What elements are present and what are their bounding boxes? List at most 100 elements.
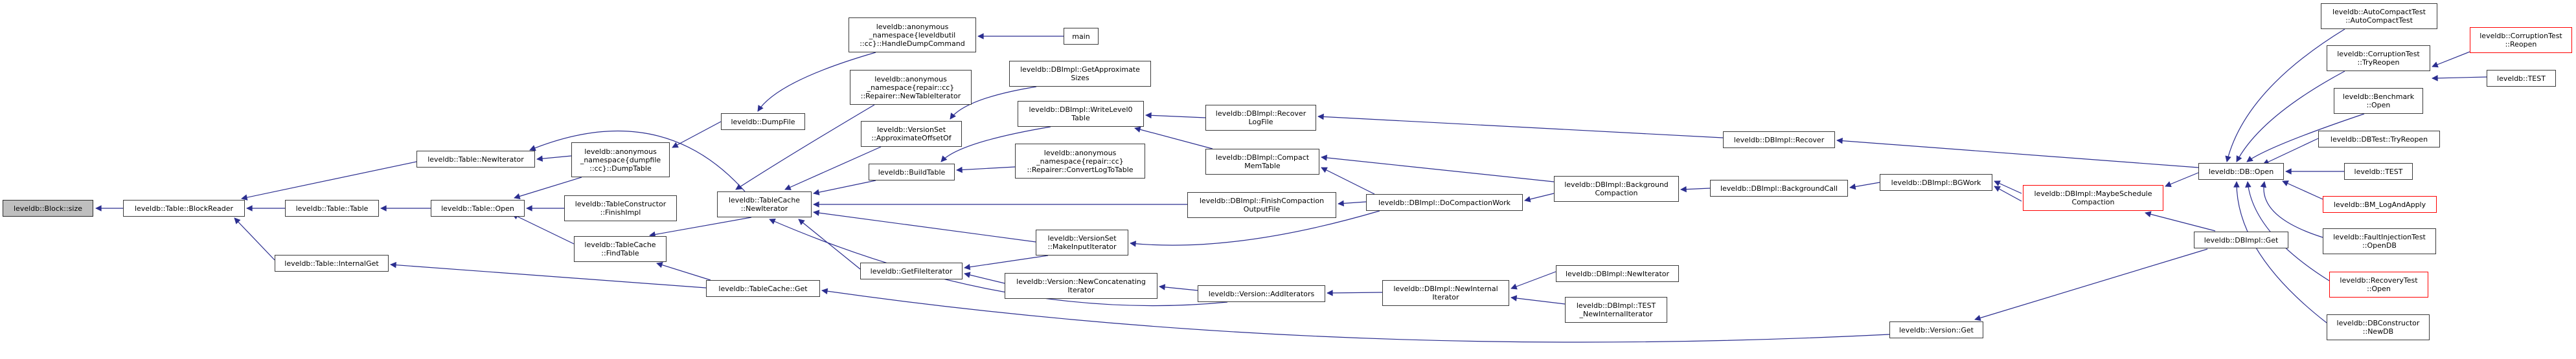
edge-additerators-to-newconcatenatingiterator	[1159, 284, 1198, 291]
graph-node-compactmemtable[interactable]: leveldb::DBImpl::Compact MemTable	[1205, 149, 1319, 175]
edge-dbimpl_newiterator-to-newinternaliterator	[1510, 271, 1556, 290]
graph-node-repairer_newtableiterator[interactable]: leveldb::anonymous _namespace{repair::cc…	[850, 70, 972, 105]
edge-docompactionwork-to-makeinputiterator	[1130, 210, 1380, 247]
graph-node-convertlogtotable[interactable]: leveldb::anonymous _namespace{repair::cc…	[1015, 144, 1145, 179]
edge-compactmemtable-to-writelevel0table	[1134, 126, 1213, 149]
graph-node-dbconstructor_newdb[interactable]: leveldb::DBConstructor ::NewDB	[2327, 314, 2430, 340]
edge-makeinputiterator-to-tc_newiterator	[813, 210, 1036, 243]
edge-table_internalget-to-table_blockreader	[234, 217, 275, 261]
edge-makeinputiterator-to-getfileiterator	[964, 255, 1049, 270]
graph-node-docompactionwork[interactable]: leveldb::DBImpl::DoCompactionWork	[1366, 194, 1523, 211]
graph-node-tc_newiterator[interactable]: leveldb::TableCache ::NewIterator	[717, 191, 812, 217]
edge-backgroundcall-to-backgroundcompaction	[1680, 186, 1711, 193]
edge-approximateoffsetof-to-tc_newiterator	[784, 146, 882, 190]
graph-node-backgroundcompaction[interactable]: leveldb::DBImpl::Background Compaction	[1554, 176, 1679, 202]
edge-dumptable-to-table_newiterator	[536, 155, 572, 162]
graph-node-finishcompactionoutputfile[interactable]: leveldb::DBImpl::FinishCompaction Output…	[1187, 192, 1336, 218]
edge-table_newiterator-to-table_blockreader	[241, 161, 417, 201]
graph-node-dbimpl_newiterator[interactable]: leveldb::DBImpl::NewIterator	[1556, 265, 1679, 282]
graph-node-finishimpl[interactable]: leveldb::TableConstructor ::FinishImpl	[564, 195, 677, 221]
edge-dbimpl_get-to-maybeschedulecompaction	[2145, 211, 2216, 232]
graph-node-table_open[interactable]: leveldb::Table::Open	[431, 200, 525, 217]
graph-node-bm_logandapply[interactable]: leveldb::BM_LogAndApply	[2323, 196, 2437, 213]
edge-newinternaliterator-to-additerators	[1327, 290, 1383, 296]
graph-node-main[interactable]: main	[1064, 28, 1099, 45]
edge-corruptiontest_tryreopen-to-db_open	[2236, 71, 2345, 162]
graph-node-makeinputiterator[interactable]: leveldb::VersionSet ::MakeInputIterator	[1036, 230, 1128, 256]
graph-node-findtable[interactable]: leveldb::TableCache ::FindTable	[574, 236, 667, 262]
edge-autocompacttest-to-db_open	[2225, 28, 2345, 162]
graph-node-table_newiterator[interactable]: leveldb::Table::NewIterator	[416, 151, 535, 168]
graph-node-tc_get[interactable]: leveldb::TableCache::Get	[706, 280, 820, 297]
edge-recoverlogfile-to-writelevel0table	[1145, 112, 1206, 119]
graph-node-backgroundcall[interactable]: leveldb::DBImpl::BackgroundCall	[1710, 180, 1848, 197]
graph-node-table_blockreader[interactable]: leveldb::Table::BlockReader	[123, 200, 245, 217]
graph-node-approximateoffsetof[interactable]: leveldb::VersionSet ::ApproximateOffsetO…	[861, 121, 962, 147]
edge-buildtable-to-tc_newiterator	[813, 180, 876, 195]
graph-node-dbimpl_get[interactable]: leveldb::DBImpl::Get	[2194, 232, 2288, 248]
edge-db_open-to-maybeschedulecompaction	[2165, 172, 2199, 188]
graph-node-benchmark_open[interactable]: leveldb::Benchmark ::Open	[2334, 88, 2423, 114]
graph-node-faultinjectiontest_opendb[interactable]: leveldb::FaultInjectionTest ::OpenDB	[2323, 228, 2436, 254]
graph-node-dumptable[interactable]: leveldb::anonymous _namespace{dumpfile :…	[571, 142, 670, 177]
graph-node-getfileiterator[interactable]: leveldb::GetFileIterator	[860, 263, 963, 279]
edge-writelevel0table-to-buildtable	[940, 126, 1051, 162]
graph-node-getapproximatesizes[interactable]: leveldb::DBImpl::GetApproximate Sizes	[1009, 61, 1151, 87]
edge-dumpfile-to-dumptable	[672, 121, 722, 148]
edge-faultinjectiontest_opendb-to-db_open	[2260, 181, 2323, 238]
edge-benchmark_open-to-db_open	[2246, 113, 2365, 162]
graph-node-db_open[interactable]: leveldb::DB::Open	[2198, 163, 2284, 180]
graph-node-autocompacttest[interactable]: leveldb::AutoCompactTest ::AutoCompactTe…	[2321, 3, 2437, 29]
edge-dbtest_tryreopen-to-db_open	[2263, 138, 2319, 165]
graph-node-newconcatenatingiterator[interactable]: leveldb::Version::NewConcatenating Itera…	[1005, 273, 1157, 299]
graph-node-version_get[interactable]: leveldb::Version::Get	[1889, 321, 1983, 338]
edge-tc_get-to-findtable	[656, 262, 711, 281]
graph-node-recoverlogfile[interactable]: leveldb::DBImpl::Recover LogFile	[1205, 105, 1316, 131]
graph-node-recoverytest_open[interactable]: leveldb::RecoveryTest ::Open	[2329, 272, 2428, 298]
graph-node-handledumpcommand[interactable]: leveldb::anonymous _namespace{leveldbuti…	[849, 17, 976, 52]
graph-node-additerators[interactable]: leveldb::Version::AddIterators	[1198, 285, 1325, 302]
graph-node-test_top[interactable]: leveldb::TEST	[2487, 70, 2556, 87]
graph-node-table_internalget[interactable]: leveldb::Table::InternalGet	[275, 255, 389, 272]
edge-dumptable-to-table_open	[514, 177, 582, 200]
edge-newconcatenatingiterator-to-getfileiterator	[964, 272, 1005, 284]
edge-version_get-to-tc_get	[821, 288, 1890, 343]
edge-convertlogtotable-to-buildtable	[956, 166, 1016, 173]
graph-node-recover[interactable]: leveldb::DBImpl::Recover	[1723, 131, 1835, 148]
edge-additerators-to-tc_newiterator	[769, 219, 1228, 307]
edge-db_open-to-recover	[1836, 137, 2199, 168]
edge-maybeschedulecompaction-to-bgwork	[1994, 186, 2022, 202]
edge-bgwork-to-backgroundcall	[1849, 182, 1880, 190]
graph-node-writelevel0table[interactable]: leveldb::DBImpl::WriteLevel0 Table	[1018, 101, 1144, 127]
edge-maybeschedulecompaction-to-bgwork	[1994, 180, 2022, 194]
edge-backgroundcompaction-to-compactmemtable	[1321, 155, 1555, 182]
edge-getfileiterator-to-tc_newiterator	[798, 219, 861, 270]
edge-corruptiontest_reopen-to-corruptiontest_tryreopen	[2432, 51, 2470, 68]
edge-dbconstructor_newdb-to-db_open	[2233, 181, 2327, 323]
edge-docompactionwork-to-compactmemtable	[1321, 167, 1375, 195]
edge-tc_newiterator-to-findtable	[649, 217, 752, 238]
edge-bm_logandapply-to-db_open	[2282, 180, 2323, 200]
edge-handledumpcommand-to-dumpfile	[757, 52, 876, 112]
graph-node-newinternaliterator[interactable]: leveldb::DBImpl::NewInternal Iterator	[1382, 280, 1509, 306]
edge-recover-to-recoverlogfile	[1317, 113, 1724, 138]
graph-node-maybeschedulecompaction[interactable]: leveldb::DBImpl::MaybeSchedule Compactio…	[2023, 185, 2163, 211]
graph-node-test_bottom[interactable]: leveldb::TEST	[2344, 163, 2413, 180]
edge-test_newinternaliterator-to-newinternaliterator	[1510, 295, 1566, 305]
graph-node-corruptiontest_tryreopen[interactable]: leveldb::CorruptionTest ::TryReopen	[2327, 45, 2430, 71]
edge-repairer_newtableiterator-to-tc_newiterator	[735, 104, 875, 190]
graph-node-bgwork[interactable]: leveldb::DBImpl::BGWork	[1880, 174, 1992, 191]
graph-node-corruptiontest_reopen[interactable]: leveldb::CorruptionTest ::Reopen	[2470, 27, 2572, 53]
graph-node-table_table[interactable]: leveldb::Table::Table	[285, 200, 379, 217]
edge-tc_get-to-table_internalget	[390, 261, 707, 288]
graph-node-dumpfile[interactable]: leveldb::DumpFile	[721, 113, 805, 130]
graph-node-block_size[interactable]: leveldb::Block::size	[3, 200, 93, 217]
graph-node-dbtest_tryreopen[interactable]: leveldb::DBTest::TryReopen	[2318, 131, 2440, 147]
edge-test_top-to-corruptiontest_tryreopen	[2432, 74, 2487, 82]
graph-node-test_newinternaliterator[interactable]: leveldb::DBImpl::TEST _NewInternalIterat…	[1565, 297, 1667, 323]
edge-dbimpl_get-to-version_get	[1974, 248, 2208, 321]
edge-getapproximatesizes-to-approximateoffsetof	[950, 86, 1037, 120]
graph-node-buildtable[interactable]: leveldb::BuildTable	[869, 164, 955, 180]
